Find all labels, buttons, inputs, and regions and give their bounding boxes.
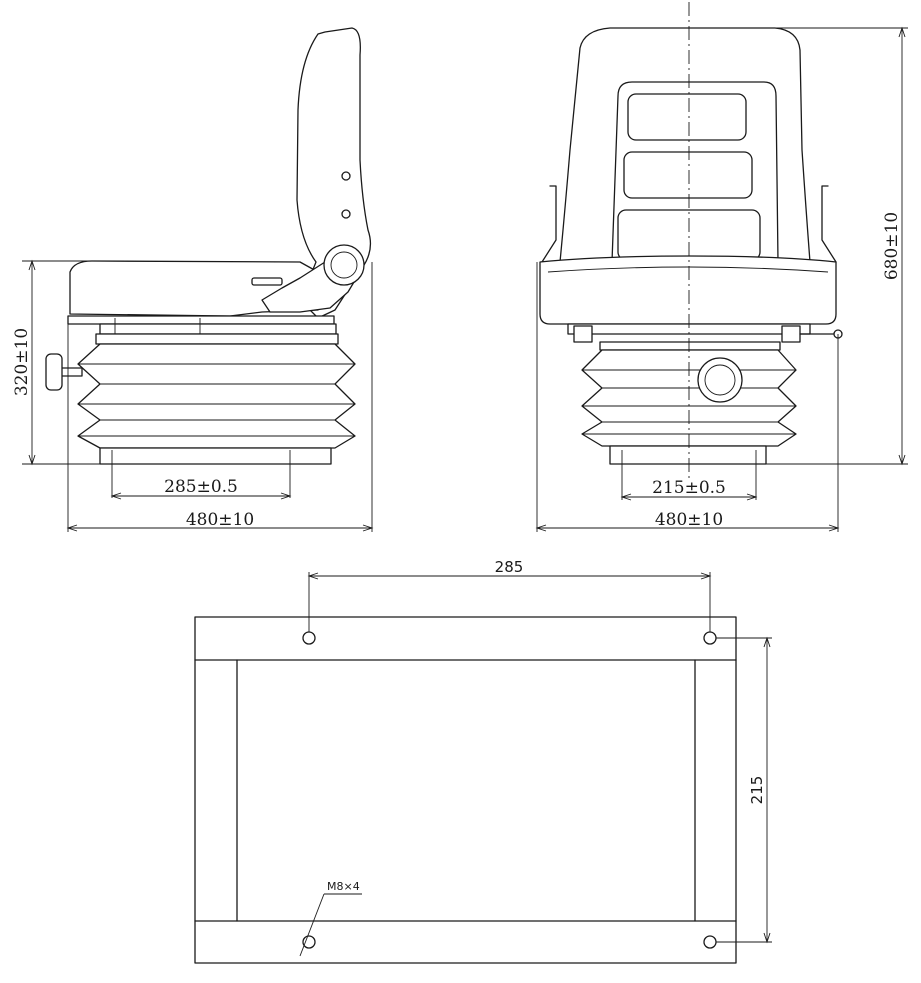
front-base-frame	[609, 445, 767, 465]
side-view: 320±10 285±0.5 480±10	[12, 27, 374, 532]
mounting-hole-top-right	[703, 631, 717, 645]
mounting-hole-bottom-right	[703, 935, 717, 949]
backrest-bolt-lower	[341, 209, 351, 219]
plate-outer-frame	[194, 616, 737, 964]
side-width-dimension: 480±10	[186, 510, 254, 530]
hinge-knob	[323, 244, 365, 286]
side-bellows	[77, 343, 356, 449]
height-adjust-stem	[59, 367, 83, 377]
side-height-dimension: 320±10	[12, 328, 32, 396]
mounting-hole-bottom-left	[302, 935, 316, 949]
mounting-hole-top-left	[302, 631, 316, 645]
backrest-bolt-upper	[341, 171, 351, 181]
suspension-top-plate	[95, 333, 339, 345]
hole-spacing-y-dimension: 215	[748, 776, 766, 805]
front-suspension-top-plate	[599, 341, 781, 351]
front-view: 680±10 215±0.5 480±10	[535, 2, 908, 532]
side-base-frame	[99, 447, 332, 465]
hole-spacing-x-dimension: 285	[495, 558, 524, 576]
front-backrest	[559, 27, 811, 263]
height-adjust-knob	[45, 353, 63, 391]
backrest-panel-middle	[623, 151, 753, 199]
front-base-dimension: 215±0.5	[652, 478, 726, 498]
front-height-dimension: 680±10	[882, 212, 902, 280]
bolt-callout: M8×4	[327, 880, 360, 893]
slide-rail	[67, 315, 335, 325]
mounting-plate-view: 285 215 M8×4	[194, 558, 772, 964]
backrest-panel-top	[627, 93, 747, 141]
front-cushion	[539, 255, 837, 325]
front-width-dimension: 480±10	[655, 510, 723, 530]
recline-lever	[251, 277, 283, 286]
side-base-dimension: 285±0.5	[164, 477, 238, 497]
front-height-knob	[697, 357, 743, 403]
